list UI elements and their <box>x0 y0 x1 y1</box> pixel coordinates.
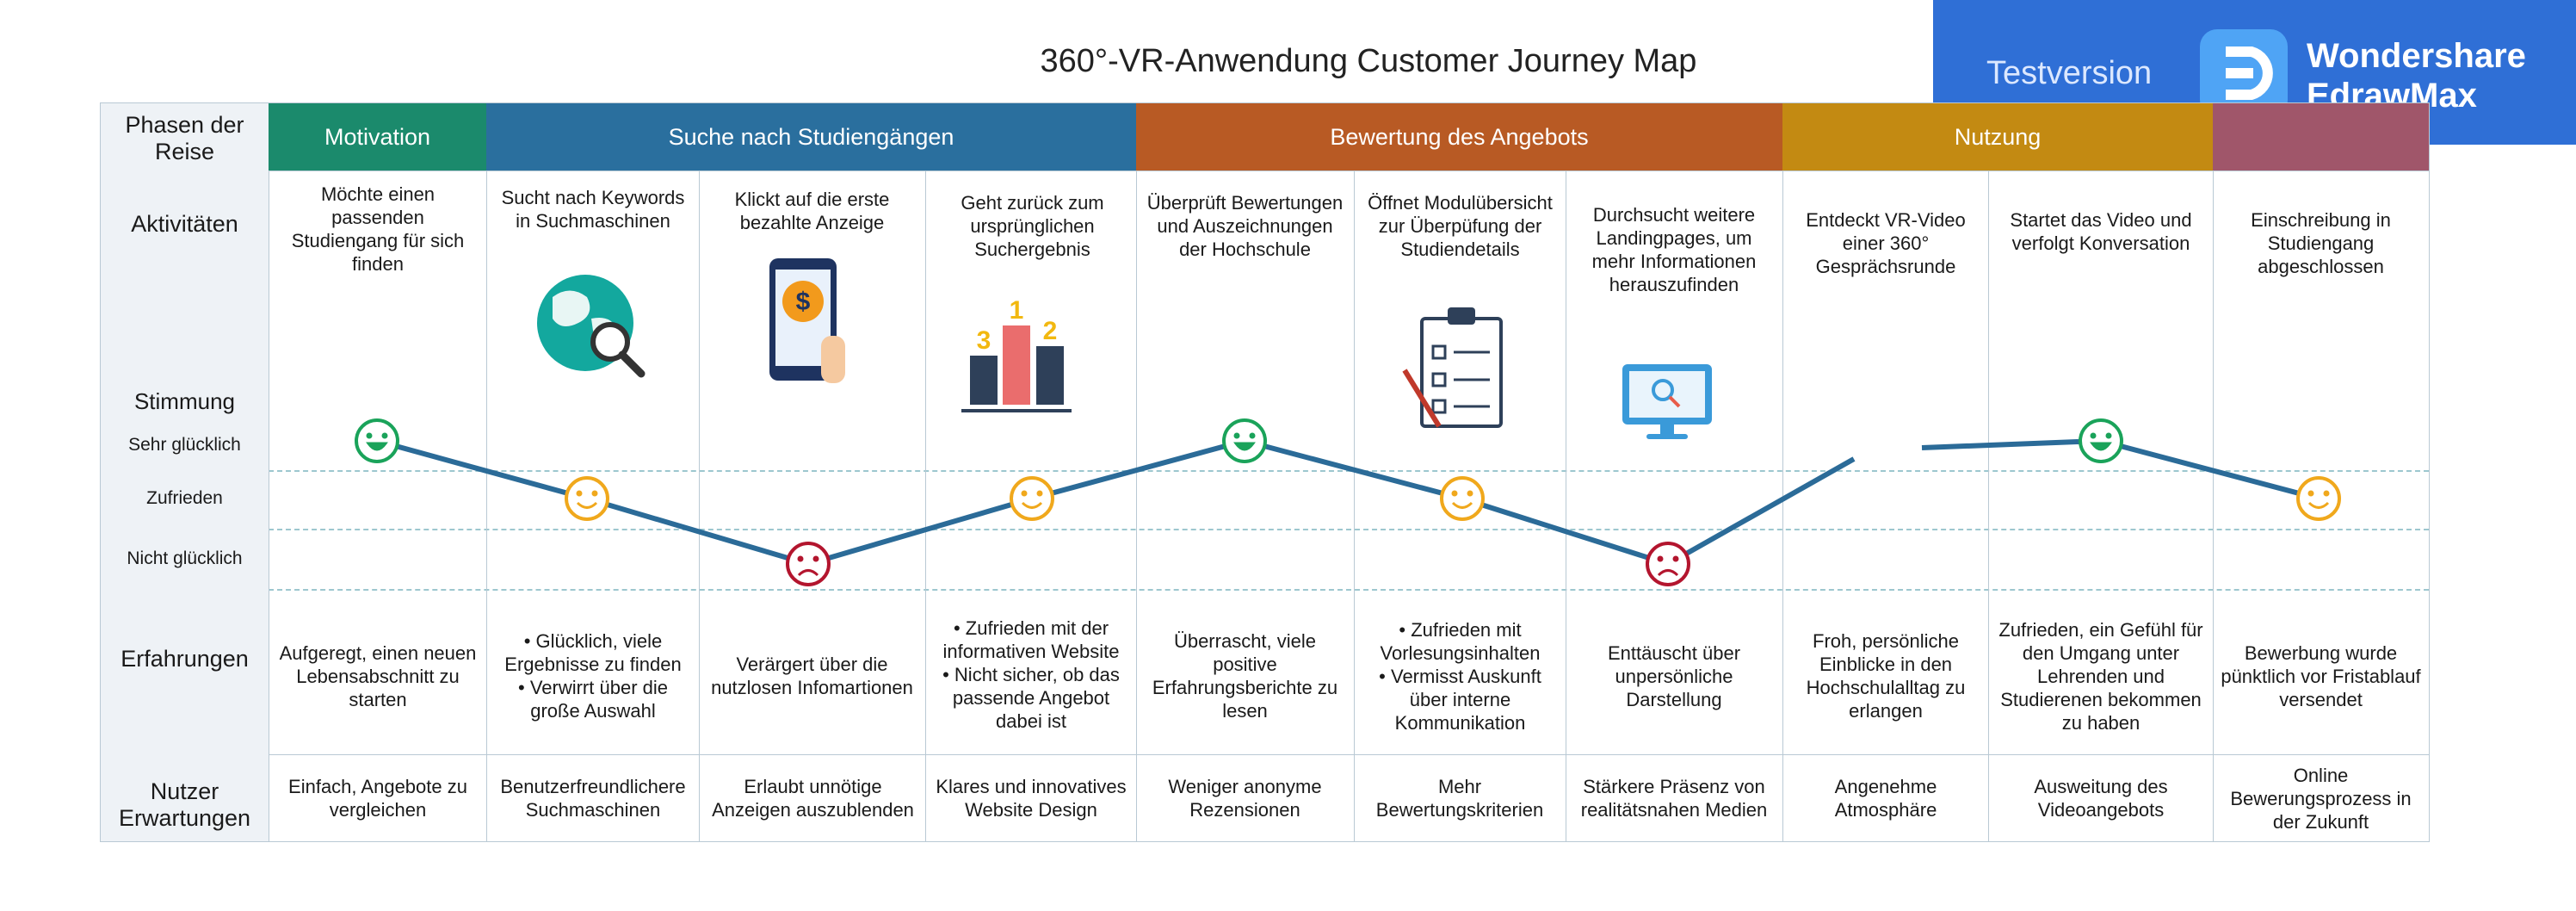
row-label-column <box>101 103 269 841</box>
bullet-text: Zufrieden mit Vorlesungsinhalten <box>1380 618 1541 664</box>
divider <box>269 754 2429 755</box>
expectation-cell: Erlaubt unnötige Anzeigen auszublenden <box>712 776 914 821</box>
bullet-text: Zufrieden mit der informativen Website <box>942 617 1120 662</box>
activity-cell: Entdeckt VR-Video einer 360° Gesprächsru… <box>1806 209 1966 277</box>
expectation-cell: Weniger anonyme Rezensionen <box>1168 776 1322 821</box>
activity-cell: Klickt auf die erste bezahlte Anzeige <box>734 189 890 233</box>
mood-emoji-very-happy <box>2079 418 2123 463</box>
brand-line1: Wondershare <box>2307 37 2526 75</box>
activity-cell: Durchsucht weitere Landingpages, um mehr… <box>1591 204 1757 295</box>
row-label-experiences: Erfahrungen <box>120 646 249 672</box>
row-label-phases: Phasen der Reise <box>125 112 244 164</box>
monitor-search-icon <box>1622 364 1712 439</box>
experience-cell: Aufgeregt, einen neuen Lebensabschnitt z… <box>279 641 477 710</box>
experience-cell: • Glücklich, viele Ergebnisse zu finden … <box>493 603 693 749</box>
mood-emoji-satisfied <box>1440 476 1485 521</box>
mood-emoji-very-happy <box>355 418 399 463</box>
divider <box>269 170 2429 171</box>
column-divider <box>486 170 487 841</box>
experience-bullets: • Glücklich, viele Ergebnisse zu finden … <box>504 630 682 722</box>
experience-cell: Enttäuscht über unpersönliche Darstellun… <box>1607 641 1741 710</box>
clipboard-checklist-icon <box>1402 307 1503 428</box>
bar-label: 1 <box>1010 296 1024 325</box>
smartphone-ad-icon: $ <box>769 258 845 383</box>
experience-cell: Zufrieden, ein Gefühl für den Umgang unt… <box>1998 618 2203 734</box>
page-title: 360°-VR-Anwendung Customer Journey Map <box>1040 43 1697 79</box>
svg-text:$: $ <box>796 288 811 316</box>
bullet-text: Vermisst Auskunft über interne Kommunika… <box>1390 665 1541 734</box>
bullet-text: Glücklich, viele Ergebnisse zu finden <box>504 630 682 675</box>
phase-usage: Nutzung <box>1782 103 2213 170</box>
mood-curve-chart <box>355 418 2341 586</box>
expectation-cell: Angenehme Atmosphäre <box>1834 776 1937 821</box>
expectation-cell: Mehr Bewertungskriterien <box>1375 776 1544 821</box>
column-divider <box>1354 170 1355 841</box>
experience-bullets: • Zufrieden mit der informativen Website… <box>942 617 1120 732</box>
activity-illustrations: $ 3 1 2 <box>537 258 1712 439</box>
row-label-unhappy: Nicht glücklich <box>127 548 243 568</box>
activity-cell: Sucht nach Keywords in Suchmaschinen <box>501 187 685 232</box>
activity-cell: Öffnet Modulübersicht zur Überpüfung der… <box>1368 192 1553 260</box>
expectation-cell: Ausweitung des Videoangebots <box>2034 776 2168 821</box>
activity-cell: Möchte einen passenden Studiengang für s… <box>291 183 465 275</box>
expectation-cell: Online Bewerungsprozess in der Zukunft <box>2230 764 2412 833</box>
mood-emoji-satisfied <box>1010 476 1054 521</box>
expectation-cell: Stärkere Präsenz von realitätsnahen Medi… <box>1580 776 1768 821</box>
experience-cell: Bewerbung wurde pünktlich vor Fristablau… <box>2221 641 2421 710</box>
phase-evaluation: Bewertung des Angebots <box>1136 103 1782 170</box>
expectation-cell: Benutzerfreundlichere Suchmaschinen <box>500 776 686 821</box>
bar-label: 2 <box>1043 317 1058 345</box>
row-label-satisfied: Zufrieden <box>146 488 223 508</box>
bullet-text: Nicht sicher, ob das passende Angebot da… <box>952 663 1120 732</box>
phase-enrollment <box>2213 103 2429 170</box>
mood-emoji-unhappy <box>786 542 831 586</box>
activity-cell: Überprüft Bewertungen und Auszeichnungen… <box>1146 192 1344 260</box>
mood-guide-line <box>269 529 2429 530</box>
column-divider <box>1136 170 1137 841</box>
journey-map-grid: Phasen der Reise Aktivitäten Stimmung Se… <box>100 102 2430 842</box>
mood-emoji-very-happy <box>1222 418 1267 463</box>
experience-cell: Froh, persönliche Einblicke in den Hochs… <box>1806 630 1966 722</box>
mood-emoji-satisfied <box>565 476 609 521</box>
mood-guide-line <box>269 589 2429 591</box>
column-divider <box>1988 170 1989 841</box>
phase-search: Suche nach Studiengängen <box>486 103 1136 170</box>
row-label-mood: Stimmung <box>133 388 236 414</box>
activity-cell: Geht zurück zum ursprünglichen Suchergeb… <box>961 192 1104 260</box>
bullet-text: Verwirrt über die große Auswahl <box>529 677 668 722</box>
trial-label: Testversion <box>1986 55 2153 91</box>
column-divider <box>2213 170 2214 841</box>
phase-motivation: Motivation <box>269 103 486 170</box>
experience-cell: Verärgert über die nutzlosen Infomartion… <box>711 654 913 698</box>
column-divider <box>1782 170 1783 841</box>
expectation-cell: Einfach, Angebote zu vergleichen <box>288 776 467 821</box>
bar-label: 3 <box>977 326 991 355</box>
globe-search-icon <box>537 275 646 378</box>
experience-cell: • Zufrieden mit der informativen Website… <box>932 601 1130 747</box>
row-label-very-happy: Sehr glücklich <box>128 435 241 455</box>
mood-emoji-unhappy <box>1646 542 1690 586</box>
mood-emoji-satisfied <box>2296 476 2341 521</box>
experience-cell: • Zufrieden mit Vorlesungsinhalten • Ver… <box>1359 603 1561 749</box>
mood-line <box>376 437 1856 567</box>
column-divider <box>699 170 700 841</box>
expectation-cell: Klares und innovatives Website Design <box>936 776 1127 821</box>
row-label-activities: Aktivitäten <box>131 211 238 237</box>
bar-ranking-icon: 3 1 2 <box>961 296 1072 412</box>
row-label-expectations: Nutzer Erwartungen <box>118 778 251 831</box>
activity-cell: Startet das Video und verfolgt Konversat… <box>2010 209 2192 254</box>
experience-cell: Überrascht, viele positive Erfahrungsber… <box>1152 630 1338 722</box>
column-divider <box>925 170 926 841</box>
experience-bullets: • Zufrieden mit Vorlesungsinhalten • Ver… <box>1379 618 1541 734</box>
activity-cell: Einschreibung in Studiengang abgeschloss… <box>2251 209 2391 277</box>
